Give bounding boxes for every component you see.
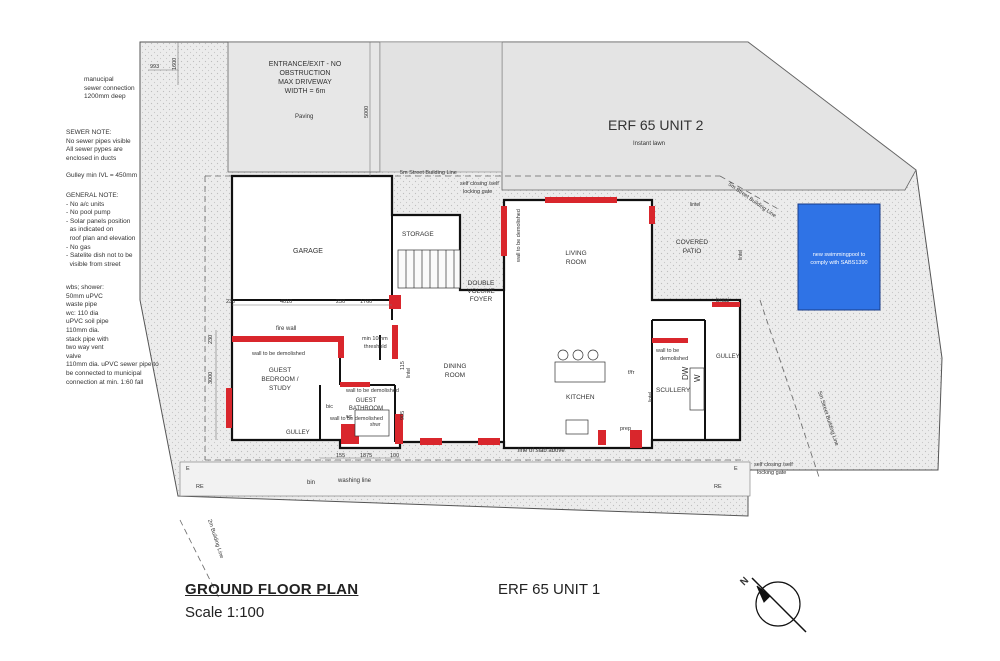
dining-label: ROOM (445, 372, 465, 379)
general-note: GENERAL NOTE: - No a/c units - No pool p… (66, 192, 136, 268)
lawn-label: Instant lawn (633, 141, 665, 147)
re-label: RE (196, 484, 204, 490)
gulley-label: GULLEY (286, 430, 310, 436)
fridge-label: f/fr (628, 370, 635, 376)
garage-label: GARAGE (293, 248, 323, 255)
erf-unit1-label: ERF 65 UNIT 1 (498, 581, 601, 598)
gate-label: locking gate (757, 470, 786, 476)
dimension-lines (148, 42, 400, 459)
dishwasher-label: DW (681, 366, 690, 380)
north-label: N (738, 575, 751, 588)
dim-label: 230 (208, 335, 214, 344)
gulley-label: GULLEY (716, 354, 740, 360)
demolish-label: wall to be demolished (516, 209, 522, 263)
dimension-labels: 993 1600 5000 4010 230 230 1760 3000 230… (150, 58, 406, 459)
gate-label: self closing /self (754, 462, 793, 468)
demolish-label: wall to be demolished (251, 351, 305, 357)
patio-label: COVERED (676, 239, 708, 246)
entrance-label: WIDTH = 6m (285, 88, 326, 95)
bic-label: bic (326, 404, 333, 410)
patio-label: PATIO (683, 248, 702, 255)
scullery-label: SCULLERY (656, 387, 691, 394)
kitchen-fittings (354, 349, 705, 437)
lintel-label: lintel (738, 250, 744, 260)
kitchen-label: KITCHEN (566, 394, 595, 401)
gate-label: self closing /self (460, 181, 499, 187)
dim-label: 5000 (364, 106, 370, 118)
wc-label: wc (346, 414, 353, 420)
pipes-note: wbs; shower: 50mm uPVC waste pipe wc: 11… (66, 284, 159, 386)
threshold-label: threshold (364, 344, 387, 350)
bedroom-label: GUEST (269, 367, 291, 374)
entrance-label: MAX DRIVEWAY (278, 79, 332, 86)
swimming-pool (797, 203, 881, 311)
bathroom-label: GUEST (356, 398, 377, 404)
foyer-label: FOYER (470, 296, 493, 303)
bedroom-label: BEDROOM / (261, 376, 298, 383)
demolish-walls (226, 197, 740, 448)
north-arrow-icon (751, 577, 807, 633)
plan-scale: Scale 1:100 (185, 604, 265, 621)
bin-label: bin (307, 480, 315, 486)
threshold-label: min 10mm (362, 336, 388, 342)
slab-line-label: line of slab above (518, 448, 565, 454)
building-line-label: 5m Street Building Line (400, 170, 457, 176)
entrance-label: ENTRANCE/EXIT - NO (269, 61, 342, 68)
foyer-label: VOLUME (467, 288, 495, 295)
bedroom-label: STUDY (269, 385, 292, 392)
demolish-label: wall to be demolished (345, 388, 399, 394)
lintel-label: lintel (690, 202, 700, 208)
dim-label: 230 (336, 299, 345, 305)
plan-title: GROUND FLOOR PLAN (185, 581, 359, 598)
washer-label: W (693, 374, 702, 382)
washing-line-label: washing line (337, 478, 372, 484)
municipal-note: manucipal sewer connection 1200mm deep (84, 76, 135, 101)
dim-label: 1600 (172, 58, 178, 70)
dim-label: 1760 (360, 299, 372, 305)
entrance-label: OBSTRUCTION (280, 70, 331, 77)
dim-label: 905 (400, 411, 406, 420)
shower-label: shwr (370, 422, 381, 428)
fire-wall-label: fire wall (276, 326, 296, 332)
gate-label: locking gate (463, 189, 492, 195)
storage-label: STORAGE (402, 231, 434, 238)
staircase (397, 249, 461, 289)
dim-label: 3000 (208, 372, 214, 384)
living-label: LIVING (565, 250, 586, 257)
bathroom-label: BATHROOM (349, 406, 383, 412)
dim-label: 115 (400, 361, 406, 370)
e-label: E (186, 466, 190, 472)
living-label: ROOM (566, 259, 586, 266)
re-label: RE (714, 484, 722, 490)
dim-label: 100 (390, 453, 399, 459)
lintel-label: lintel (406, 368, 412, 378)
dim-label: 993 (150, 64, 159, 70)
demolish-label: demolished (660, 356, 688, 362)
sewer-note: SEWER NOTE: No sewer pipes visible All s… (66, 129, 138, 179)
demolish-label: wall to be demolished (329, 416, 383, 422)
dim-label: 230 (226, 299, 235, 305)
foyer-label: DOUBLE (468, 280, 495, 287)
pool-label: comply with SABS1390 (810, 260, 867, 266)
dim-label: 4010 (280, 299, 292, 305)
prep-label: prep (620, 426, 631, 432)
pool-label: new swimmingpool to (813, 252, 866, 258)
dining-label: DINING (444, 363, 467, 370)
erf-unit2-label: ERF 65 UNIT 2 (608, 117, 704, 133)
paving-label: Paving (295, 114, 313, 120)
dim-label: 155 (336, 453, 345, 459)
dim-label: 1875 (360, 453, 372, 459)
building-line-label: 2m Building Line (206, 519, 224, 560)
braai-label: braai (716, 298, 729, 304)
e-label: E (734, 466, 738, 472)
lintel-label: lintel (648, 392, 654, 402)
demolish-label: wall to be (655, 348, 679, 354)
